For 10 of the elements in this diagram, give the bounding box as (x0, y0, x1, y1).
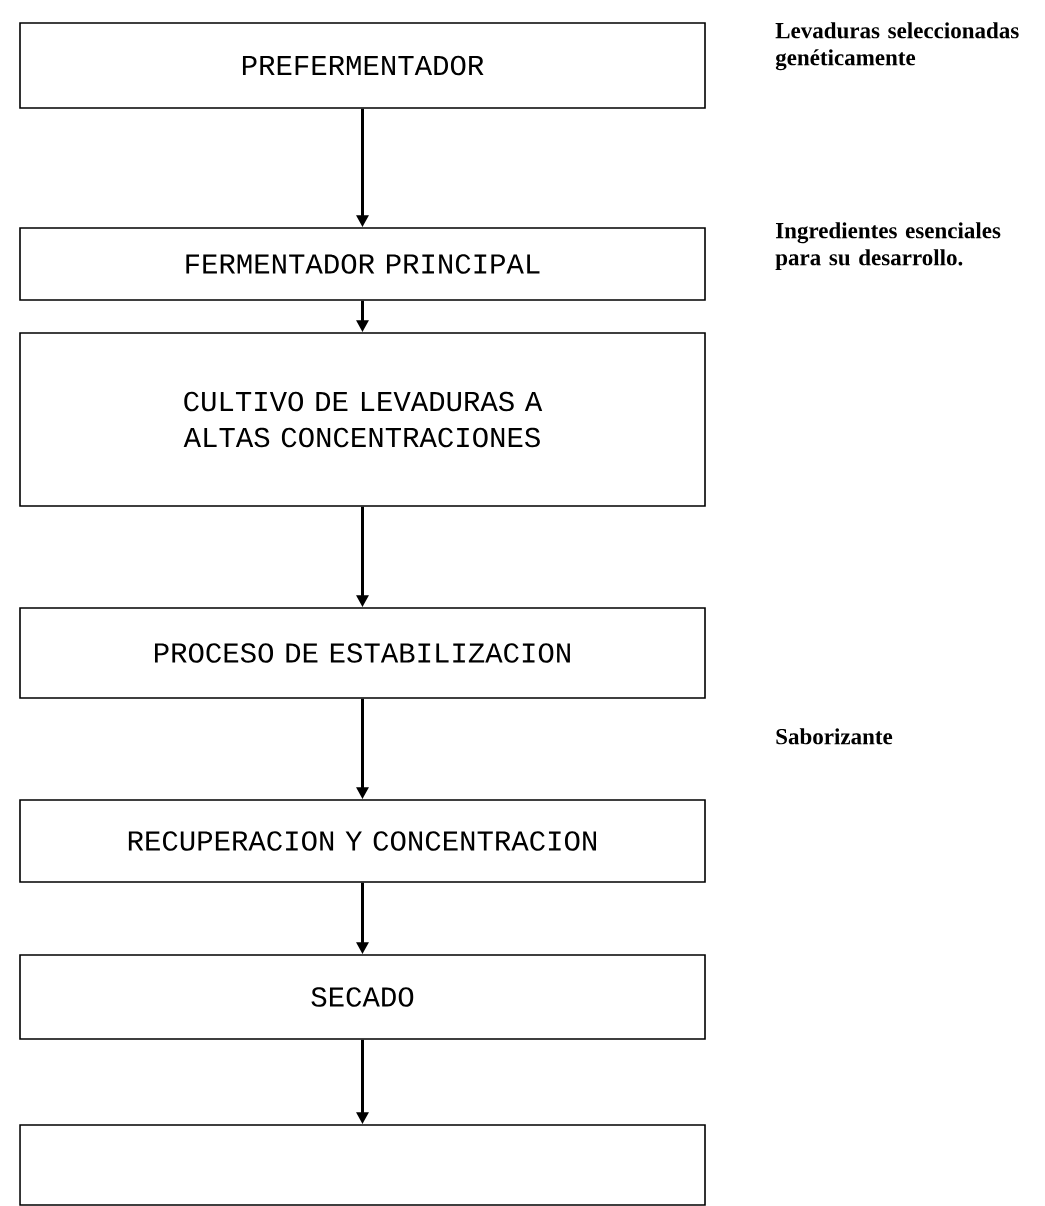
side-note: Levaduras seleccionadas genéticamente (775, 22, 1019, 71)
side-note: Saborizante (776, 728, 893, 745)
process-box: PREFERMENTADOR (19, 22, 706, 109)
process-box: CULTIVO DE LEVADURAS A ALTAS CONCENTRACIONES (19, 332, 706, 507)
process-box: FERMENTADOR PRINCIPAL (19, 227, 706, 301)
process-box: RECUPERACION Y CONCENTRACION (19, 799, 706, 883)
process-box: PROCESO DE ESTABILIZACION (19, 607, 706, 699)
empty-box (19, 1124, 706, 1206)
side-note: Ingredientes esenciales para su desarrollo. (775, 222, 1001, 271)
process-box: SECADO (19, 954, 706, 1040)
